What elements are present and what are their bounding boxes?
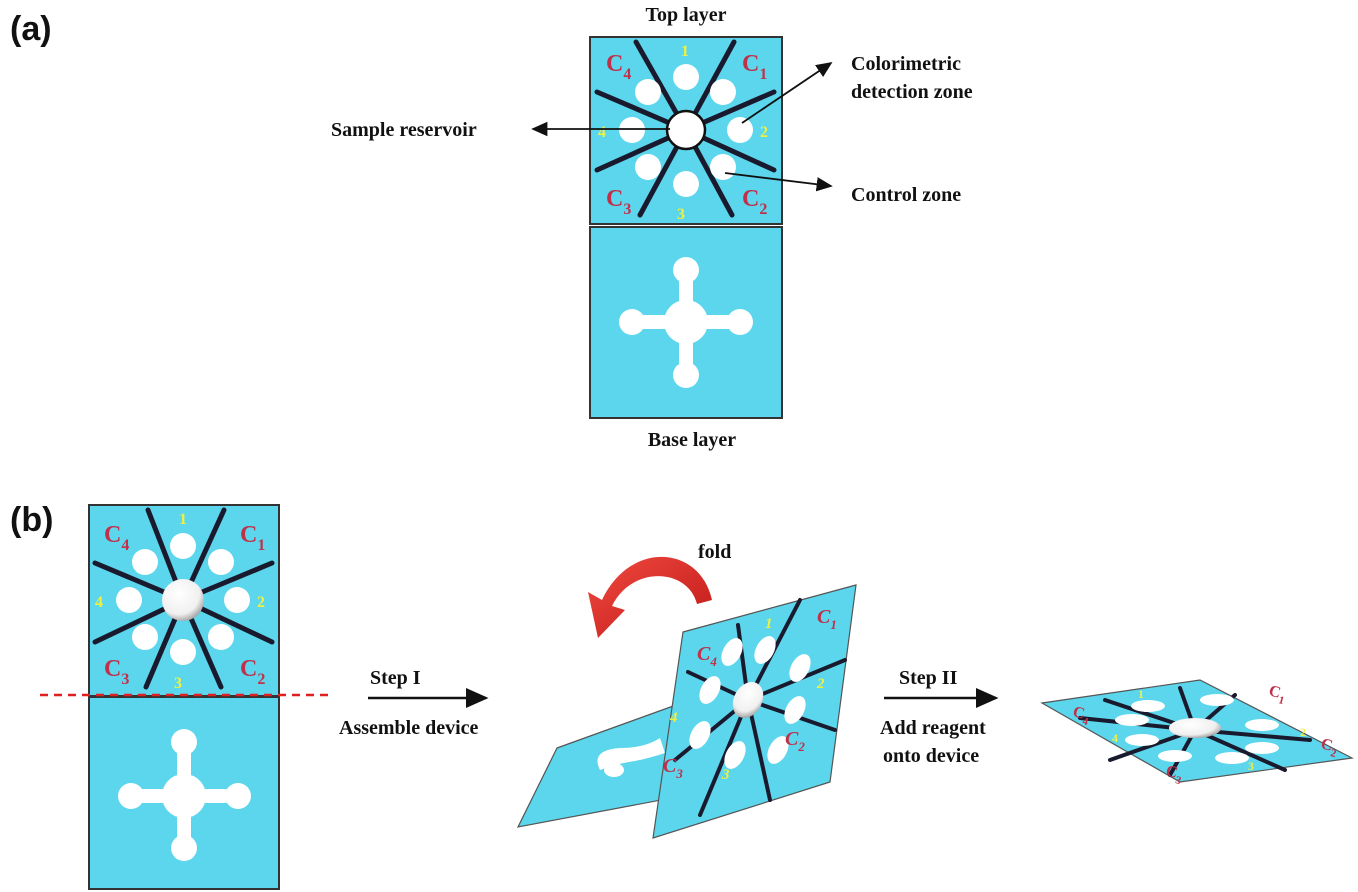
top-layer-a: 1 2 3 4 C4 C1 C3 C2 bbox=[589, 36, 783, 225]
fold-label: fold bbox=[698, 541, 731, 563]
zone-number-4: 4 bbox=[598, 124, 606, 141]
fold-c4: C4 bbox=[697, 643, 717, 669]
top-layer-b: 1 2 3 4 C4 C1 C3 C2 bbox=[88, 504, 280, 697]
zone-number-3: 3 bbox=[677, 206, 685, 223]
asm-num-1: 1 bbox=[1138, 687, 1144, 701]
base-layer-a bbox=[589, 226, 783, 419]
colorimetric-arrow bbox=[741, 61, 833, 124]
zone-number-1-b: 1 bbox=[179, 511, 187, 528]
panel-a-label: (a) bbox=[10, 10, 52, 48]
folding-device: C4 C1 C3 C2 1 2 3 4 bbox=[516, 584, 857, 839]
panel-b-label: (b) bbox=[10, 501, 53, 539]
fold-num-3: 3 bbox=[721, 767, 730, 783]
zone-number-2-b: 2 bbox=[257, 594, 265, 611]
c2-label: C2 bbox=[742, 186, 767, 218]
zone-number-4-b: 4 bbox=[95, 594, 103, 611]
c3-label-b: C3 bbox=[104, 656, 129, 688]
step1-desc: Assemble device bbox=[339, 717, 479, 739]
asm-num-2: 2 bbox=[1300, 725, 1306, 739]
control-zone-arrow bbox=[724, 172, 833, 192]
c4-label-b: C4 bbox=[104, 522, 129, 554]
asm-c2: C2 bbox=[1318, 735, 1340, 760]
fold-arrow-icon bbox=[588, 556, 712, 638]
asm-c1: C1 bbox=[1266, 682, 1288, 707]
c3-label: C3 bbox=[606, 186, 631, 218]
sample-reservoir-hole-b bbox=[162, 579, 204, 621]
c1-label-b: C1 bbox=[240, 522, 265, 554]
asm-c4: C4 bbox=[1070, 703, 1092, 728]
asm-num-4: 4 bbox=[1112, 731, 1118, 745]
fold-num-2: 2 bbox=[816, 676, 825, 692]
base-layer-label: Base layer bbox=[648, 429, 736, 451]
step2-desc-2: onto device bbox=[883, 745, 979, 767]
fold-num-4: 4 bbox=[669, 710, 678, 726]
assembled-device: C4 C1 C3 C2 1 2 3 4 bbox=[1040, 679, 1354, 787]
fold-c3: C3 bbox=[663, 755, 683, 781]
asm-c3: C3 bbox=[1163, 762, 1185, 787]
c1-label: C1 bbox=[742, 51, 767, 83]
sample-reservoir-label: Sample reservoir bbox=[331, 119, 477, 141]
step1-label: Step I bbox=[370, 667, 421, 689]
c4-label: C4 bbox=[606, 51, 631, 83]
fold-c2: C2 bbox=[785, 728, 805, 754]
step2-desc-1: Add reagent bbox=[880, 717, 986, 739]
colorimetric-label-2: detection zone bbox=[851, 81, 973, 103]
base-layer-b bbox=[88, 696, 280, 890]
colorimetric-label-1: Colorimetric bbox=[851, 53, 961, 75]
top-layer-label: Top layer bbox=[646, 4, 727, 26]
zone-number-3-b: 3 bbox=[174, 675, 182, 692]
c2-label-b: C2 bbox=[240, 656, 265, 688]
asm-num-3: 3 bbox=[1248, 759, 1254, 773]
zone-number-1: 1 bbox=[681, 43, 689, 60]
step2-label: Step II bbox=[899, 667, 958, 689]
fold-c1: C1 bbox=[817, 606, 837, 632]
sample-reservoir-hole bbox=[665, 109, 707, 151]
fold-num-1: 1 bbox=[765, 616, 773, 632]
zone-number-2: 2 bbox=[760, 124, 768, 141]
control-zone-label: Control zone bbox=[851, 184, 961, 206]
